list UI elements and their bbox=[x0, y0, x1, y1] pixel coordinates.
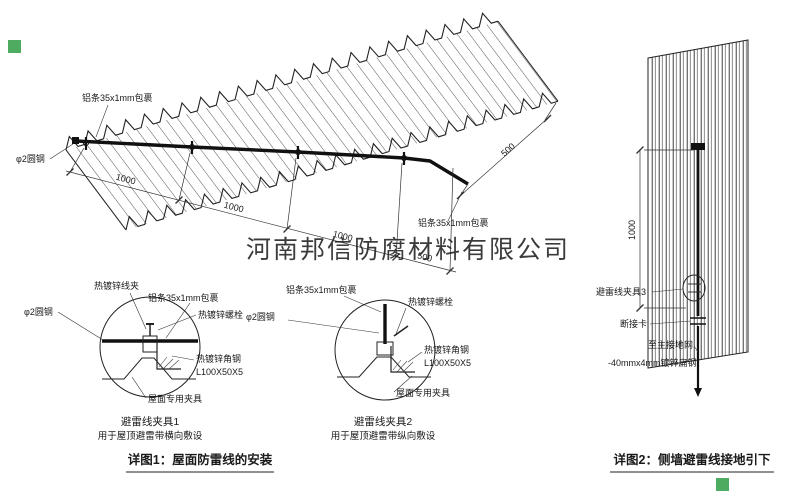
stamp-icon-bottom-right bbox=[716, 478, 729, 491]
detail-2-label-bolt: 热镀锌螺栓 bbox=[408, 296, 453, 307]
dim-right-500: 500 bbox=[499, 141, 517, 158]
dim-500: 500 bbox=[416, 250, 433, 263]
detail-1-outline bbox=[99, 296, 201, 398]
detail-1-leaders bbox=[57, 292, 197, 399]
roof-right-edge bbox=[497, 20, 559, 102]
detail-2-label-angle-steel: 热镀锌角钢 bbox=[424, 344, 469, 355]
detail-2-leaders bbox=[287, 295, 423, 393]
lightning-wire bbox=[72, 137, 469, 186]
caption-figure-2: 详图2：侧墙避雷线接地引下 bbox=[614, 452, 771, 467]
detail-1-label-angle-spec: L100X50X5 bbox=[196, 367, 243, 377]
figure-captions: 详图1：屋面防雷线的安装 详图2：侧墙避雷线接地引下 bbox=[126, 452, 774, 473]
detail-1-subtitle: 用于屋顶避雷带横向敷设 bbox=[98, 430, 203, 442]
dim-1000-3: 1000 bbox=[332, 229, 354, 244]
detail-1-angle-hatch bbox=[158, 356, 180, 370]
wall-dim-1000: 1000 bbox=[627, 220, 637, 240]
wall-label-break-card: 断接卡 bbox=[620, 318, 647, 329]
wall-label-clamp3: 避雷线夹具3 bbox=[596, 286, 646, 297]
detail-1-angle-steel bbox=[156, 341, 181, 370]
detail-1-label-roof-clamp: 屋面专用夹具 bbox=[148, 393, 202, 404]
detail-circle-1: 热镀锌线夹 铝条35x1mm包裹 热镀锌螺栓 φ2圆钢 热镀锌角钢 L100X5… bbox=[24, 280, 243, 442]
roof-dimension-labels: 1000 1000 1000 500 bbox=[115, 172, 433, 264]
label-round-steel: φ2圆钢 bbox=[16, 153, 45, 164]
detail-1-label-round-steel: φ2圆钢 bbox=[24, 306, 53, 317]
stamp-marks bbox=[8, 40, 729, 491]
wire-line bbox=[75, 139, 469, 186]
side-wall-detail: 1000 避雷线夹具3 断接卡 至主接地网 -40mmx4mm镀锌扁钢 bbox=[596, 39, 749, 397]
roof-corrugation-hatch bbox=[66, 21, 558, 231]
detail-1-label-wire-clamp: 热镀锌线夹 bbox=[94, 280, 139, 291]
roof-profile-zigzag bbox=[65, 12, 499, 151]
detail-1-label-bolt: 热镀锌螺栓 bbox=[198, 309, 243, 320]
wall-dimension bbox=[636, 146, 694, 312]
company-watermark: 河南邦信防腐材料有限公司 bbox=[246, 236, 570, 264]
detail-1-clamp bbox=[142, 335, 158, 353]
roof-label-leaders bbox=[49, 104, 463, 222]
wall-label-to-ground: 至主接地网 bbox=[648, 339, 693, 350]
detail-2-label-alu: 铝条35x1mm包裹 bbox=[286, 284, 357, 295]
detail-2-outline bbox=[334, 299, 436, 401]
detail-2-angle-steel bbox=[390, 346, 415, 373]
detail-2-label-angle-spec: L100X50X5 bbox=[424, 358, 471, 368]
detail-2-label-round-steel: φ2圆钢 bbox=[246, 311, 275, 322]
wall-wire-connection bbox=[691, 143, 705, 150]
ground-arrow-icon bbox=[694, 388, 702, 397]
roof-dimension-line bbox=[65, 147, 457, 275]
wire-clamp-marks bbox=[82, 137, 408, 165]
detail-1-roof-profile bbox=[102, 357, 196, 380]
break-joint-symbol bbox=[690, 317, 706, 325]
detail-2-clamp bbox=[376, 341, 394, 356]
detail-2-angle-hatch bbox=[392, 359, 414, 373]
dim-1000-1: 1000 bbox=[115, 172, 137, 187]
detail-2-bolt bbox=[393, 325, 409, 337]
detail-2-roof-profile bbox=[337, 356, 431, 378]
stamp-icon-top-left bbox=[8, 40, 21, 53]
detail-2-label-roof-clamp: 屋面专用夹具 bbox=[396, 387, 450, 398]
roof-isometric-view: 1000 1000 1000 500 500 铝条35x1mm包裹 φ2圆钢 铝… bbox=[16, 12, 559, 275]
label-alu-strip-top: 铝条35x1mm包裹 bbox=[82, 92, 153, 103]
roof-left-edge bbox=[65, 149, 127, 231]
detail-1-title: 避雷线夹具1 bbox=[121, 415, 179, 428]
detail-2-title: 避雷线夹具2 bbox=[354, 415, 412, 428]
detail-circle-2: 铝条35x1mm包裹 热镀锌螺栓 φ2圆钢 热镀锌角钢 L100X50X5 屋面… bbox=[246, 284, 471, 442]
clamp-3-circle bbox=[682, 274, 706, 302]
clamp-3-marks bbox=[688, 283, 701, 293]
wall-label-flat-steel: -40mmx4mm镀锌扁钢 bbox=[608, 357, 697, 368]
detail-1-label-angle-steel: 热镀锌角钢 bbox=[196, 353, 241, 364]
wall-label-leaders bbox=[649, 288, 699, 353]
detail-1-label-alu: 铝条35x1mm包裹 bbox=[148, 292, 219, 303]
detail-2-subtitle: 用于屋顶避雷带纵向敷设 bbox=[331, 430, 436, 442]
label-alu-strip-right: 铝条35x1mm包裹 bbox=[418, 217, 489, 228]
dim-1000-2: 1000 bbox=[223, 200, 245, 215]
wire-start-block bbox=[72, 137, 79, 144]
caption-figure-1: 详图1：屋面防雷线的安装 bbox=[128, 452, 273, 467]
